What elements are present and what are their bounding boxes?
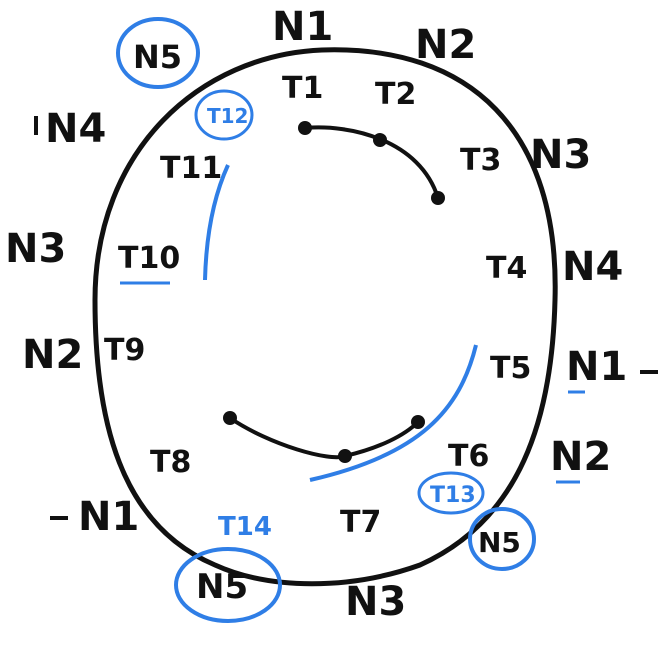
token-label-t12: T12 [207,104,248,128]
token-label-t11: T11 [160,151,222,186]
node-label-top-right: N2 [415,22,476,68]
hash-ring [92,47,558,587]
arc-dot [411,415,425,429]
node-label-right-upper: N3 [530,132,591,178]
upper-arc [304,125,440,199]
circle-t12 [194,89,254,141]
arc-dot [223,411,237,425]
token-label-t7: T7 [340,505,381,540]
node-label-left: N3 [5,226,66,272]
node-label-bottom-left: N1 [78,494,139,540]
circle-t13 [417,471,485,515]
node-label-bottom-circled: N5 [196,567,248,607]
token-label-t10: T10 [118,241,180,276]
node-label-top: N1 [272,4,333,50]
node-label-left-lower: N2 [22,332,83,378]
arc-dot [373,133,387,147]
node-label-left-upper: N4 [45,106,106,152]
node-label-bottom: N3 [345,579,406,625]
node-label-bottom-right: N2 [550,434,611,480]
token-label-t2: T2 [375,77,416,112]
circle-n5-bottom-right [468,507,536,571]
token-label-t13: T13 [430,483,476,508]
token-label-t9: T9 [104,333,145,368]
token-label-t4: T4 [486,251,527,286]
token-label-t5: T5 [490,351,531,386]
circle-n5-bottom [174,547,282,623]
token-label-t1: T1 [282,71,323,106]
node-label-bottom-right-circled: N5 [478,526,521,559]
circle-n5-top [116,17,200,89]
node-label-right: N4 [562,244,623,290]
node-label-right-lower: N1 [566,344,627,390]
node-label-top-circled: N5 [133,38,182,76]
token-label-t6: T6 [448,439,489,474]
blue-range-mark-right [309,344,478,482]
token-label-t8: T8 [150,445,191,480]
token-label-t3: T3 [460,143,501,178]
arc-dot [338,449,352,463]
blue-range-mark-left [203,164,230,281]
arc-dot [431,191,445,205]
token-label-t14: T14 [218,512,272,542]
arc-dot [298,121,312,135]
